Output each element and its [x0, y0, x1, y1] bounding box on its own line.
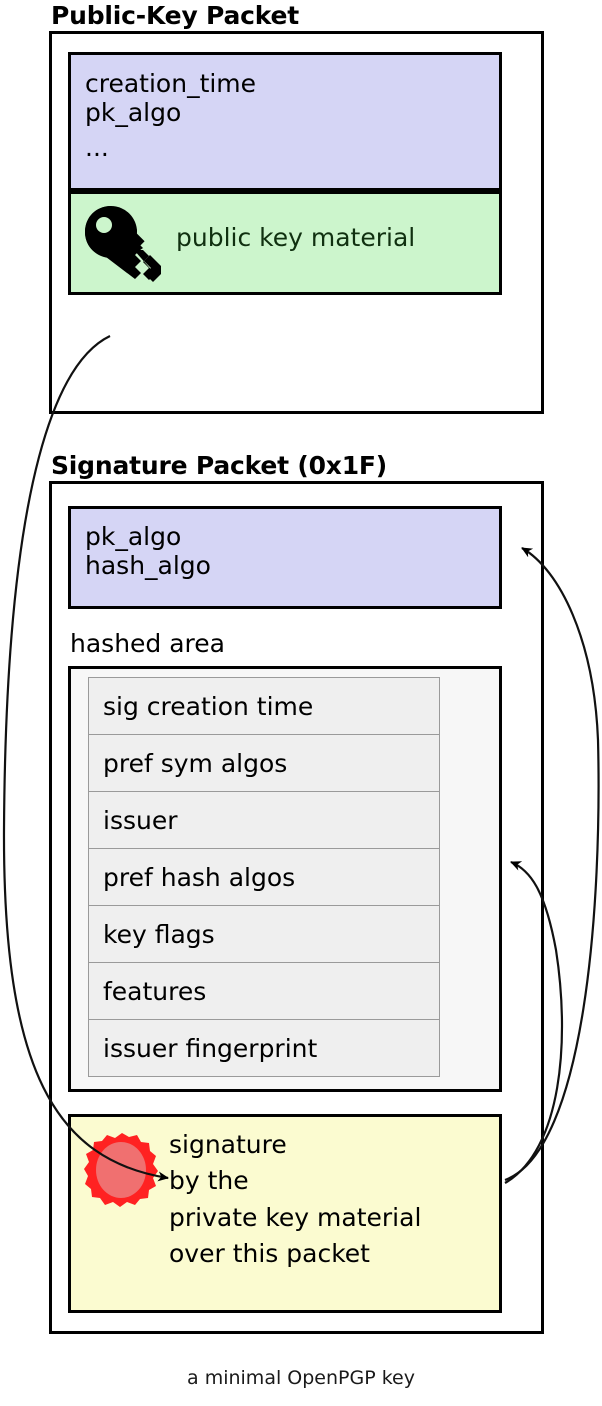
list-item: features: [89, 963, 439, 1020]
seal-icon: [83, 1131, 161, 1209]
list-item: pref sym algos: [89, 735, 439, 792]
public-key-material-box: public key material: [68, 191, 502, 295]
pk-field-creation-time: creation_time: [85, 69, 257, 98]
key-icon: [83, 204, 169, 286]
list-item: issuer: [89, 792, 439, 849]
pk-field-pk-algo: pk_algo: [85, 98, 182, 127]
list-item: pref hash algos: [89, 849, 439, 906]
signature-value-box: signature by the private key material ov…: [68, 1114, 502, 1313]
sig-field-hash-algo: hash_algo: [85, 551, 211, 580]
public-key-header-fields: creation_time pk_algo ...: [68, 52, 502, 191]
sig-value-line-1: signature: [169, 1130, 287, 1159]
list-item: key flags: [89, 906, 439, 963]
sig-value-line-2: by the: [169, 1166, 249, 1196]
public-key-packet-title: Public-Key Packet: [51, 1, 300, 30]
public-key-material-label: public key material: [176, 223, 416, 252]
signature-packet-title: Signature Packet (0x1F): [51, 451, 388, 480]
signature-header-fields: pk_algo hash_algo: [68, 506, 502, 609]
hashed-area-label: hashed area: [70, 629, 225, 658]
sig-value-line-4: over this packet: [169, 1238, 370, 1268]
signature-value-text: signature by the private key material ov…: [169, 1127, 421, 1272]
list-item: sig creation time: [89, 678, 439, 735]
diagram-caption: a minimal OpenPGP key: [187, 1367, 415, 1389]
sig-value-line-3: private key material: [169, 1202, 422, 1232]
hashed-subpacket-list: sig creation time pref sym algos issuer …: [88, 677, 440, 1077]
list-item: issuer fingerprint: [89, 1020, 439, 1077]
pk-field-ellipsis: ...: [85, 133, 109, 162]
sig-field-pk-algo: pk_algo: [85, 522, 182, 551]
